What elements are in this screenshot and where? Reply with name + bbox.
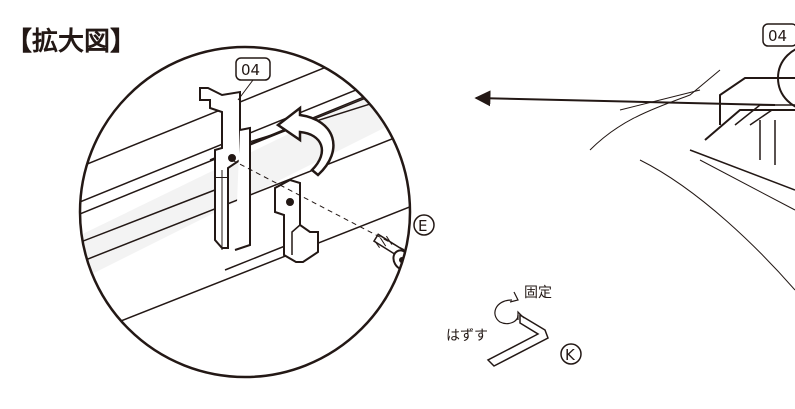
hex-key — [486, 313, 549, 367]
screw-label: E — [418, 217, 427, 235]
alignment-dashed-line — [231, 159, 410, 311]
pointer-arrow — [474, 90, 776, 107]
fix-label: 固定 — [524, 285, 552, 301]
callout-badge: 04 — [762, 23, 795, 47]
rotation-arrow — [275, 105, 335, 177]
loose-bracket — [274, 178, 319, 263]
part-badge: 04 — [235, 57, 271, 101]
tool-label: K — [565, 346, 576, 364]
rotate-arrow — [494, 291, 525, 325]
figure-title: 【拡大図】 — [6, 27, 136, 57]
screw-label-badge: E — [413, 214, 435, 236]
mounted-bracket — [199, 87, 251, 251]
part-number: 04 — [241, 61, 260, 79]
magnifier-circle — [78, 45, 412, 379]
magnified-view — [80, 47, 410, 346]
remove-label: はずす — [446, 328, 488, 344]
callout-number: 04 — [768, 27, 787, 45]
tool-label-badge: K — [560, 343, 582, 365]
overview-illustration — [589, 48, 795, 291]
detail-callout-circle — [777, 48, 795, 108]
